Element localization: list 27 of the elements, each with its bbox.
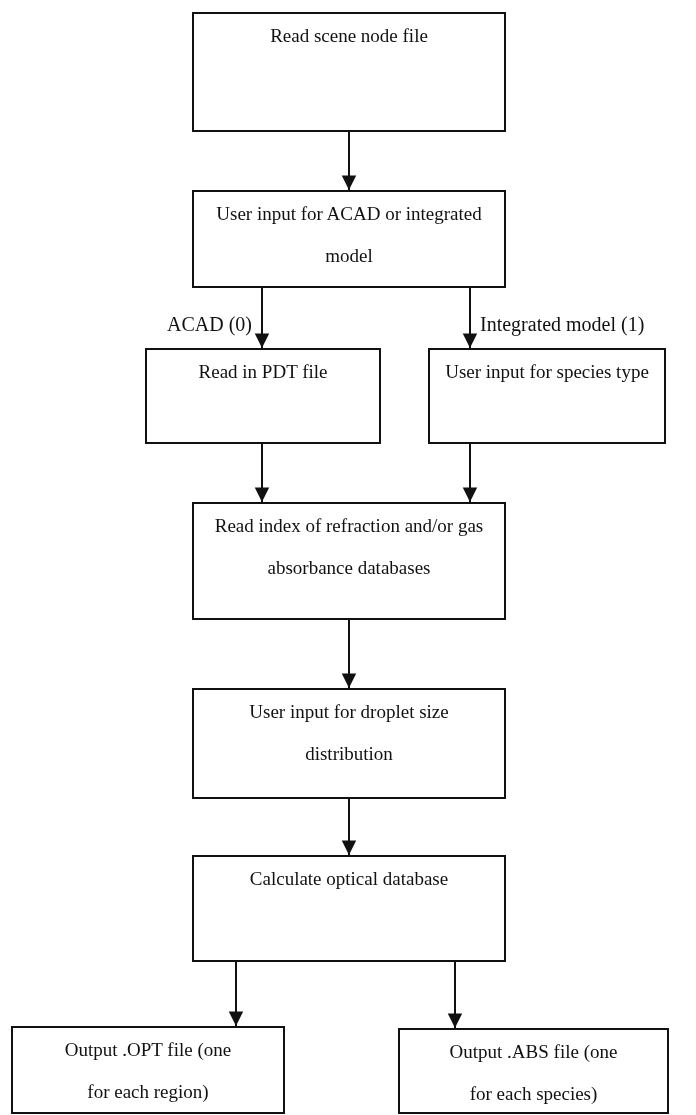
arrow [447, 961, 463, 1029]
box-text: Read scene node file [269, 24, 429, 48]
box-text: Read index of refraction and/or gas absorbance databases [213, 514, 485, 580]
box-text: User input for species type [444, 360, 650, 384]
process-box [192, 12, 506, 132]
arrow [462, 287, 478, 349]
process-box [192, 855, 506, 962]
box-text: User input for ACAD or integrated model [215, 202, 483, 268]
process-box [428, 348, 666, 444]
arrow [254, 287, 270, 349]
box-text: Calculate optical database [248, 867, 450, 891]
process-box [145, 348, 381, 444]
process-box [11, 1026, 285, 1114]
arrow [228, 961, 244, 1027]
box-text: Output .OPT file (one for each region) [63, 1038, 233, 1104]
process-box [398, 1028, 669, 1114]
arrow [341, 798, 357, 856]
box-text: User input for droplet size distribution [248, 700, 450, 766]
box-text: Output .ABS file (one for each species) [448, 1040, 619, 1106]
process-box [192, 190, 506, 288]
process-box [192, 502, 506, 620]
arrow [341, 619, 357, 689]
arrow [254, 443, 270, 503]
process-box [192, 688, 506, 799]
box-text: Read in PDT file [197, 360, 329, 384]
arrow [462, 443, 478, 503]
arrow [341, 131, 357, 191]
